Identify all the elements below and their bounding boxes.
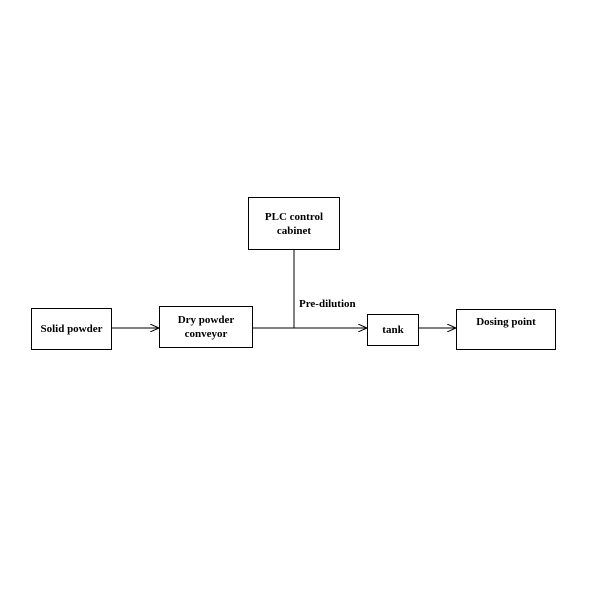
dosing-point-label: Dosing point: [476, 316, 536, 328]
dosing-point-box: Dosing point: [456, 309, 556, 350]
plc-control-cabinet-label: PLC control cabinet: [264, 210, 324, 237]
pre-dilution-label: Pre-dilution: [299, 298, 356, 310]
tank-label: tank: [382, 324, 404, 336]
solid-powder-box: Solid powder: [31, 308, 112, 350]
solid-powder-label: Solid powder: [40, 323, 103, 335]
plc-control-cabinet-box: PLC control cabinet: [248, 197, 340, 250]
dry-powder-conveyor-label: Dry powder conveyor: [177, 314, 235, 340]
dry-powder-conveyor-box: Dry powder conveyor: [159, 306, 253, 348]
tank-box: tank: [367, 314, 419, 346]
